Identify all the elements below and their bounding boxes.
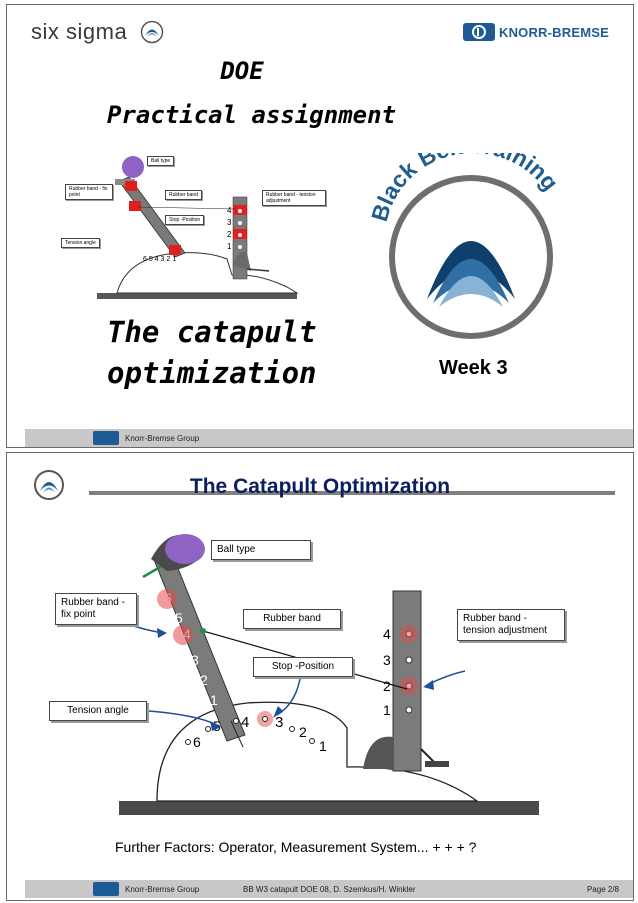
catapult-diagram: 6 5 4 3 2 1 4 3 2 1 <box>102 534 539 815</box>
week-label: Week 3 <box>439 357 508 379</box>
footer-page-text: Page 2/8 <box>586 885 619 894</box>
slide-1: six sigma KNORR-BREMSE DOE Practical ass… <box>6 4 634 448</box>
arc-num-1: 1 <box>319 738 327 754</box>
practical-assignment-title: Practical assignment <box>107 101 396 129</box>
rubber-fix-label-2: fix point <box>61 609 96 620</box>
svg-text:4: 4 <box>227 206 232 215</box>
catapult-frame <box>156 701 480 802</box>
post-num-3: 3 <box>383 652 391 668</box>
svg-text:1: 1 <box>227 242 232 251</box>
slide1-footer: Knorr-Bremse Group <box>25 429 633 447</box>
knorr-bremse-logo: KNORR-BREMSE <box>462 23 609 41</box>
further-factors-text: Further Factors: Operator, Measurement S… <box>115 839 477 855</box>
post-num-4: 4 <box>383 626 391 642</box>
arc-num-3: 3 <box>275 714 283 731</box>
six-sigma-emblem-icon <box>140 20 164 44</box>
title-rule <box>89 491 615 495</box>
catapult-headline-1: The catapult <box>107 315 317 349</box>
s1-rubber-band-callout: Rubber band <box>165 190 202 200</box>
s1-rubber-tension-callout: Rubber band - tension adjustment <box>262 190 326 206</box>
ball <box>165 534 205 564</box>
s1-stop-position-callout: Stop -Position <box>165 215 205 225</box>
tension-angle-callout: Tension angle <box>49 701 147 721</box>
svg-text:2: 2 <box>227 230 232 239</box>
arc-num-4: 4 <box>241 714 249 731</box>
marker-2 <box>129 201 141 211</box>
footer-document-text: BB W3 catapult DOE 08, D. Szemkus/H. Win… <box>243 885 416 894</box>
s1-ball-type-callout: Ball type <box>147 156 175 166</box>
footer-group-text: Knorr-Bremse Group <box>125 434 200 443</box>
rubber-band-callout: Rubber band <box>243 609 341 629</box>
rubber-fix-label-1: Rubber band - <box>61 597 125 608</box>
marker-1 <box>125 181 137 191</box>
svg-text:6 5 4 3 2 1: 6 5 4 3 2 1 <box>143 256 176 263</box>
svg-text:3: 3 <box>227 218 232 227</box>
catapult-base <box>119 801 539 815</box>
footer-kb-icon <box>93 882 119 896</box>
six-sigma-emblem-icon <box>34 470 64 500</box>
arm-num-2: 2 <box>200 672 208 688</box>
stop-position-callout: Stop -Position <box>253 657 353 677</box>
doe-title: DOE <box>220 57 264 85</box>
slide-2: The Catapult Optimization 6 5 4 3 2 1 <box>6 452 634 901</box>
six-sigma-text: six sigma <box>31 19 128 44</box>
footer-group-text: Knorr-Bremse Group <box>125 885 200 894</box>
arc-num-2: 2 <box>299 724 307 740</box>
small-catapult-diagram: 4 3 2 1 6 5 4 3 2 1 <box>97 156 299 299</box>
arm-num-3: 3 <box>191 652 199 668</box>
arc-num-6: 6 <box>193 734 201 750</box>
ball-type-callout: Ball type <box>211 540 311 560</box>
knorr-bremse-text: KNORR-BREMSE <box>498 24 609 40</box>
slide2-footer: Knorr-Bremse Group BB W3 catapult DOE 08… <box>25 880 633 898</box>
rubber-tension-callout: Rubber band - tension adjustment <box>457 609 565 641</box>
s1-tension-angle-callout: Tension angle <box>61 238 100 248</box>
arm-num-1: 1 <box>210 692 218 708</box>
footer-kb-icon <box>93 431 119 445</box>
black-belt-training-badge: Black Belt Training <box>367 153 564 339</box>
six-sigma-logo: six sigma <box>31 19 127 45</box>
rubber-tension-label-2: tension adjustment <box>463 625 547 636</box>
s1-rubber-fix-callout: Rubber band - fix point <box>65 184 113 200</box>
slide2-title: The Catapult Optimization <box>189 475 451 498</box>
marker-3 <box>169 245 181 255</box>
rubber-fix-callout: Rubber band - fix point <box>55 593 137 625</box>
post-num-1: 1 <box>383 702 391 718</box>
rubber-tension-label-1: Rubber band - <box>463 613 527 624</box>
arm-num-5: 5 <box>175 610 183 626</box>
catapult-headline-2: optimization <box>107 356 317 390</box>
knorr-bremse-badge-icon <box>462 23 495 41</box>
post-num-2: 2 <box>383 678 391 694</box>
